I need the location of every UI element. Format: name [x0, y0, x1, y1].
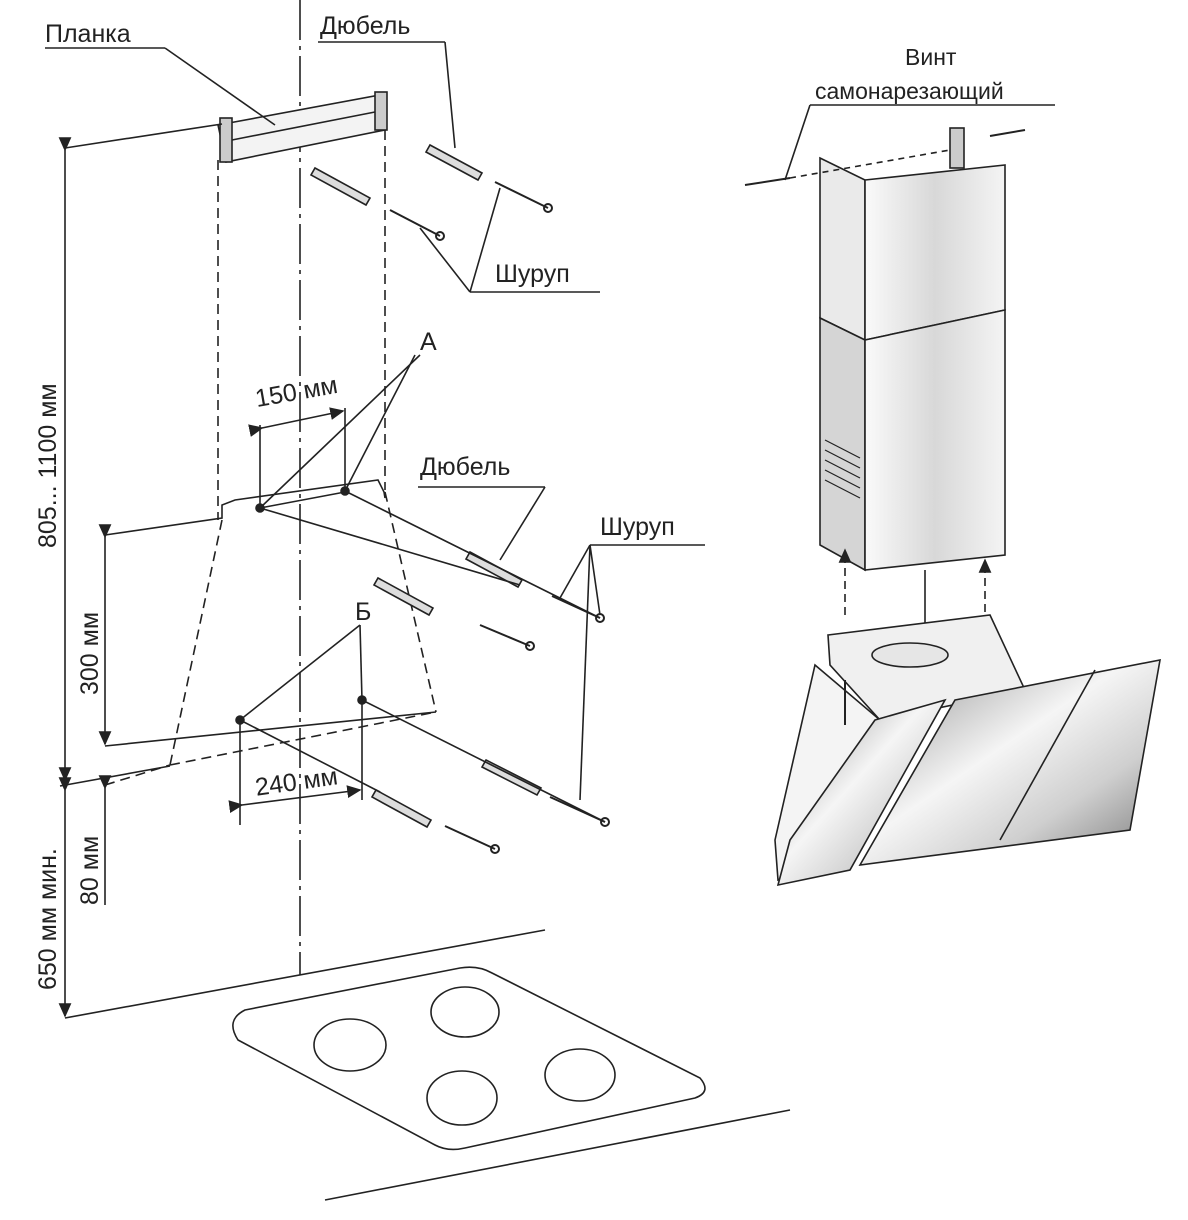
label-shurup-top: Шуруп — [495, 260, 570, 288]
bracket-a — [104, 479, 386, 536]
label-dubel-top: Дюбель — [320, 12, 411, 40]
label-vint: Винт — [905, 44, 957, 70]
label-shurup-mid: Шуруп — [600, 513, 675, 541]
cooktop — [232, 966, 706, 1151]
label-point-b: Б — [355, 598, 372, 626]
chimney-cover — [819, 127, 1006, 572]
range-hood — [774, 614, 1161, 887]
label-planka: Планка — [45, 20, 131, 48]
label-dim-650: 650 мм мин. — [34, 848, 62, 990]
label-dim-300: 300 мм — [76, 611, 104, 695]
label-dim-80: 80 мм — [76, 835, 104, 905]
label-vint-type: самонарезающий — [815, 78, 1004, 104]
label-point-a: А — [420, 328, 437, 356]
label-dubel-mid: Дюбель — [420, 453, 511, 481]
dowels — [309, 143, 543, 829]
label-dim-805-1100: 805... 1100 мм — [34, 383, 62, 548]
